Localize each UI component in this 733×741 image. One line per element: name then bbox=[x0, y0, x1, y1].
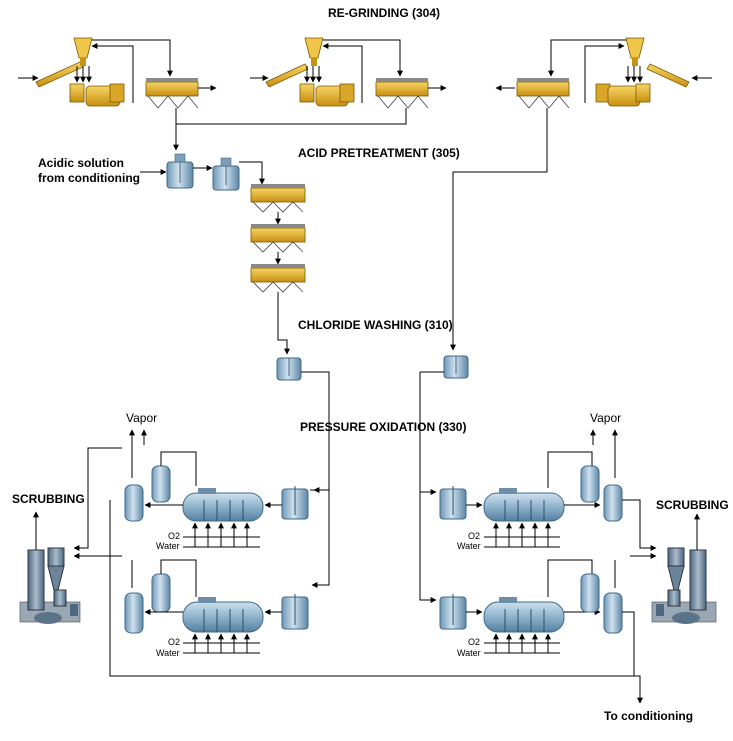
pressure-oxidation-right bbox=[439, 429, 657, 676]
vapor-label-left: Vapor bbox=[126, 411, 158, 425]
o2-label-right-bottom: O2 bbox=[468, 637, 481, 647]
section-title-pressure-oxidation: PRESSURE OXIDATION (330) bbox=[300, 420, 467, 434]
vapor-label-right: Vapor bbox=[590, 411, 622, 425]
regrinding-train-left bbox=[18, 37, 217, 150]
o2-label-left-bottom: O2 bbox=[168, 637, 181, 647]
pressure-oxidation-left bbox=[73, 429, 643, 704]
section-title-acid-pretreatment: ACID PRETREATMENT (305) bbox=[298, 146, 460, 160]
water-label-right-bottom: Water bbox=[457, 648, 481, 658]
o2-label-left-top: O2 bbox=[168, 531, 181, 541]
to-conditioning-label: To conditioning bbox=[604, 709, 694, 723]
regrinding-train-middle bbox=[176, 37, 447, 125]
o2-label-right-top: O2 bbox=[468, 531, 481, 541]
acid-pretreatment-train bbox=[140, 124, 306, 355]
scrubbing-label-left: SCRUBBING bbox=[12, 492, 85, 506]
section-title-chloride-washing: CHLORIDE WASHING (310) bbox=[298, 318, 453, 332]
acidic-solution-label-line1: Acidic solution bbox=[38, 156, 125, 170]
acidic-solution-label-line2: from conditioning bbox=[38, 171, 140, 185]
regrinding-train-right bbox=[450, 37, 712, 351]
water-label-left-bottom: Water bbox=[156, 648, 180, 658]
water-label-left-top: Water bbox=[156, 541, 180, 551]
chloride-washing-tanks bbox=[276, 355, 469, 603]
water-label-right-top: Water bbox=[457, 541, 481, 551]
section-title-regrinding: RE-GRINDING (304) bbox=[328, 6, 441, 20]
scrubber-left bbox=[19, 511, 81, 624]
scrubbing-label-right: SCRUBBING bbox=[656, 498, 729, 512]
scrubber-right bbox=[651, 513, 717, 624]
